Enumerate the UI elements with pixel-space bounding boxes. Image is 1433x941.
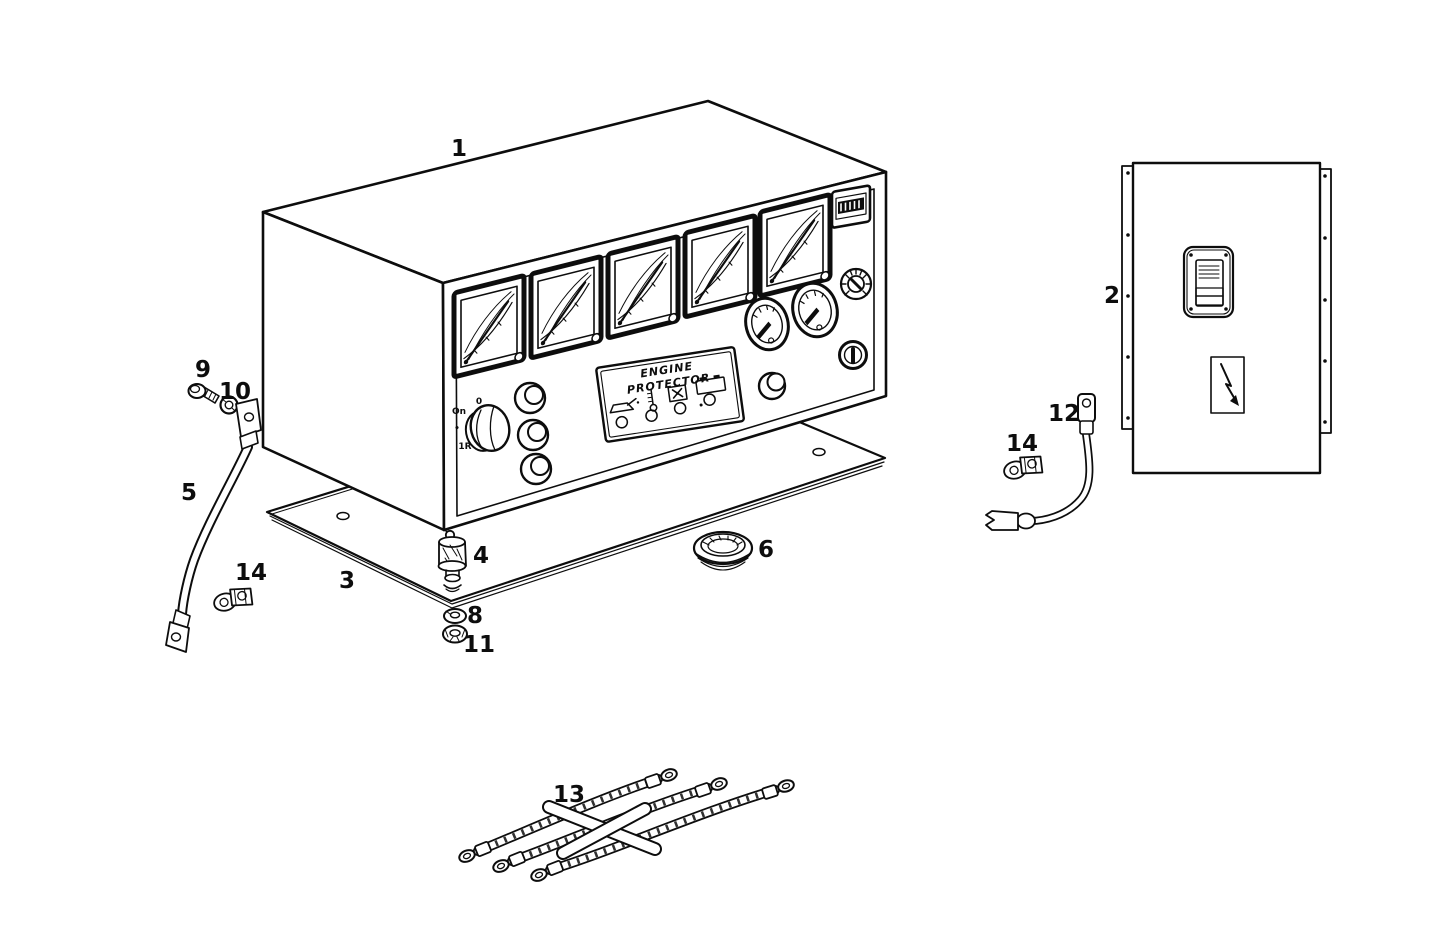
bolt-part9 [187,383,220,404]
panel2-rivets [1126,171,1327,424]
plate-hole-left [336,511,350,521]
callout-13: 13 [553,782,585,808]
nut-part11 [442,624,468,644]
callout-labels: 1 2 3 4 5 6 8 9 10 11 12 13 14 14 [181,136,1120,808]
charge-icon [667,384,688,403]
rocker-switch [1182,245,1235,319]
callout-4: 4 [473,543,489,569]
oil-pressure-icon [609,397,640,414]
rotary-mark-0: 0 [476,397,482,407]
callout-11: 11 [463,632,495,658]
panel2-plate [1131,161,1322,475]
ground-cable-part5 [165,398,262,653]
indicator-light-3 [673,401,687,415]
dimmer-knob [839,267,873,301]
callout-6: 6 [758,537,774,563]
push-button-1 [513,381,547,415]
callout-5: 5 [181,480,197,506]
callout-14-left: 14 [235,560,267,586]
round-gauge-right [791,281,839,339]
indicator-light-1 [615,415,629,429]
lightning-icon [1220,363,1237,402]
warning-label [1210,356,1245,414]
callout-3: 3 [339,568,355,594]
control-panel-console-part1: ENGINE PROTECTOR [261,99,888,532]
battery-cable-set-part13 [456,766,797,885]
engine-protector-panel: ENGINE PROTECTOR [595,346,745,443]
vibration-mount-part4 [437,529,467,593]
callout-10: 10 [219,379,251,405]
callout-14-right: 14 [1006,431,1038,457]
cable13-c [528,777,797,885]
washer-part8 [443,608,467,624]
cable13-strap [542,800,662,860]
callout-1: 1 [451,136,467,162]
indicator-light-4 [703,393,716,406]
battery-icon [695,374,727,395]
rotary-mark-1r: 1R [458,442,471,452]
indicator-light-2 [645,409,658,422]
push-button-3 [519,452,553,486]
terminal-clamp-part14-left [210,583,256,615]
panel-button [757,371,787,401]
rotary-mark-on: On [452,407,466,417]
jumper-cable-part12 [985,393,1096,531]
cable12-tab-terminal [1077,393,1096,423]
key-switch [838,340,868,370]
indicator-dot [699,403,703,407]
cable12-fork-lug [985,510,1019,531]
callout-9: 9 [195,357,211,383]
callout-12: 12 [1048,401,1080,427]
square-gauge-2 [531,257,601,358]
rotary-mark-mid: • [454,424,460,434]
square-gauge-4 [685,216,755,317]
hour-meter-digits [838,197,864,214]
callout-8: 8 [467,603,483,629]
rotary-switch: 0 On • 1R [452,397,511,452]
round-gauge-left [744,296,790,352]
square-gauge-3 [608,237,678,338]
square-gauge-1 [454,276,524,377]
callout-2: 2 [1104,283,1120,309]
square-gauge-5 [760,195,830,296]
plate-hole-right [812,447,826,457]
rear-panel-part2 [1121,161,1332,475]
hour-meter [830,184,872,229]
grommet-part6 [692,530,754,571]
push-button-2 [516,418,550,452]
